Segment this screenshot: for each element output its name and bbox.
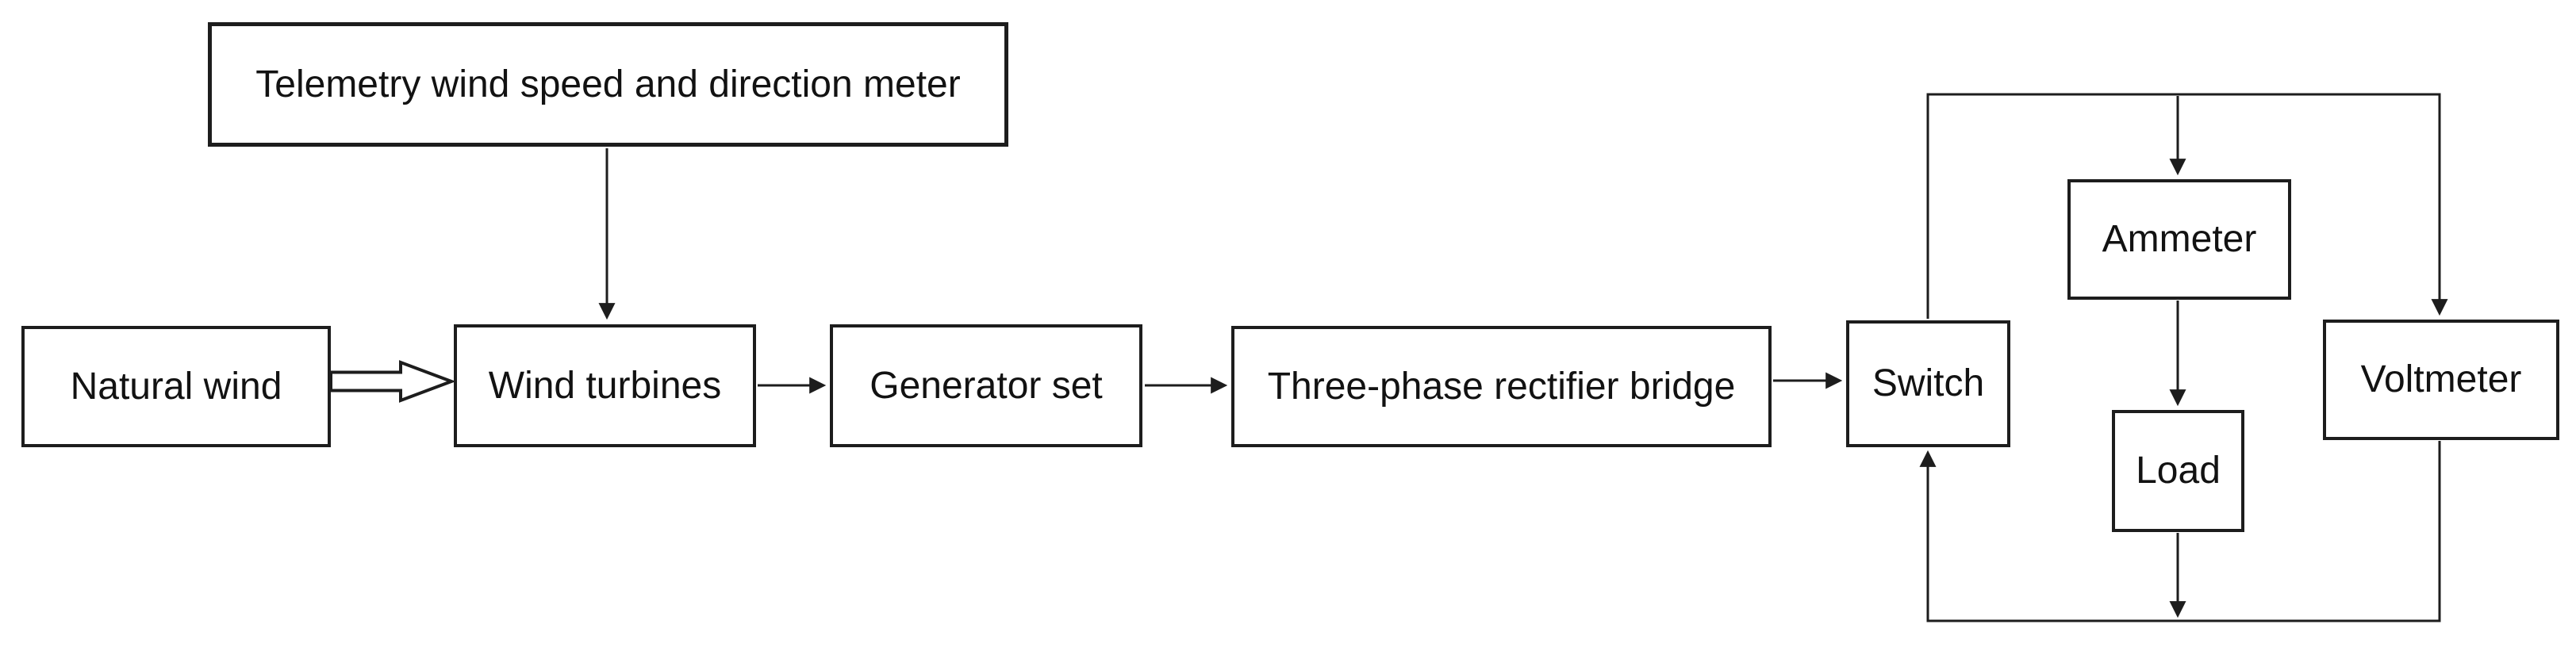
connector-natural-wind-to-wind-turbines-block-arrow (329, 360, 456, 403)
node-generator-set: Generator set (830, 324, 1142, 447)
node-load-label: Load (2136, 450, 2221, 492)
node-wind-turbines: Wind turbines (454, 324, 756, 447)
node-telemetry-wind-speed-meter-label: Telemetry wind speed and direction meter (255, 63, 961, 105)
node-load: Load (2112, 410, 2244, 532)
node-telemetry-wind-speed-meter: Telemetry wind speed and direction meter (208, 22, 1008, 147)
node-wind-turbines-label: Wind turbines (488, 364, 722, 407)
node-switch: Switch (1846, 320, 2010, 447)
node-three-phase-rectifier-bridge-label: Three-phase rectifier bridge (1267, 365, 1736, 408)
node-three-phase-rectifier-bridge: Three-phase rectifier bridge (1231, 326, 1772, 447)
node-voltmeter: Voltmeter (2323, 320, 2559, 440)
node-natural-wind-label: Natural wind (70, 365, 282, 408)
node-switch-label: Switch (1872, 362, 1985, 405)
connector-switch-top-bus-to-voltmeter (1926, 93, 2448, 319)
node-generator-set-label: Generator set (870, 364, 1103, 407)
node-ammeter-label: Ammeter (2102, 218, 2257, 261)
connector-voltmeter-return-bus-to-switch (1919, 441, 2441, 622)
node-voltmeter-label: Voltmeter (2360, 358, 2522, 401)
node-natural-wind: Natural wind (21, 326, 331, 447)
node-ammeter: Ammeter (2067, 179, 2291, 300)
